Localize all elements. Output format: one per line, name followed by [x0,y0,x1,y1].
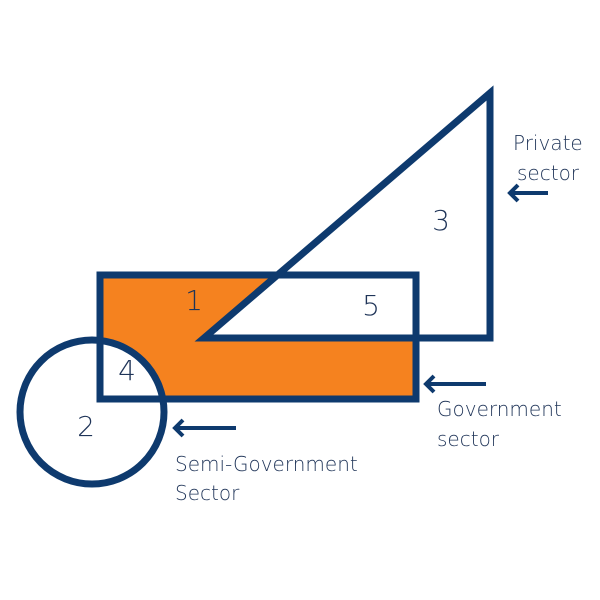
private-arrow [507,183,548,203]
region-3: 3 [432,204,450,237]
semi-government-label-line2: Sector [175,481,240,505]
government-sector-label-line2: sector [437,427,500,451]
semi-government-arrow [172,418,236,438]
region-4: 4 [118,354,136,387]
private-sector-label-line1: Private [513,131,583,155]
private-sector-triangle [194,85,494,342]
region-1: 1 [185,284,203,317]
semi-government-sector-circle [16,336,168,488]
government-sector-label-line1: Government [437,397,562,421]
region-2: 2 [77,410,95,443]
semi-government-fill [20,340,164,484]
region-5: 5 [362,289,380,322]
private-sector-label-line2: sector [517,161,580,185]
semi-government-label-line1: Semi-Government [175,452,358,476]
government-arrow [423,374,486,394]
